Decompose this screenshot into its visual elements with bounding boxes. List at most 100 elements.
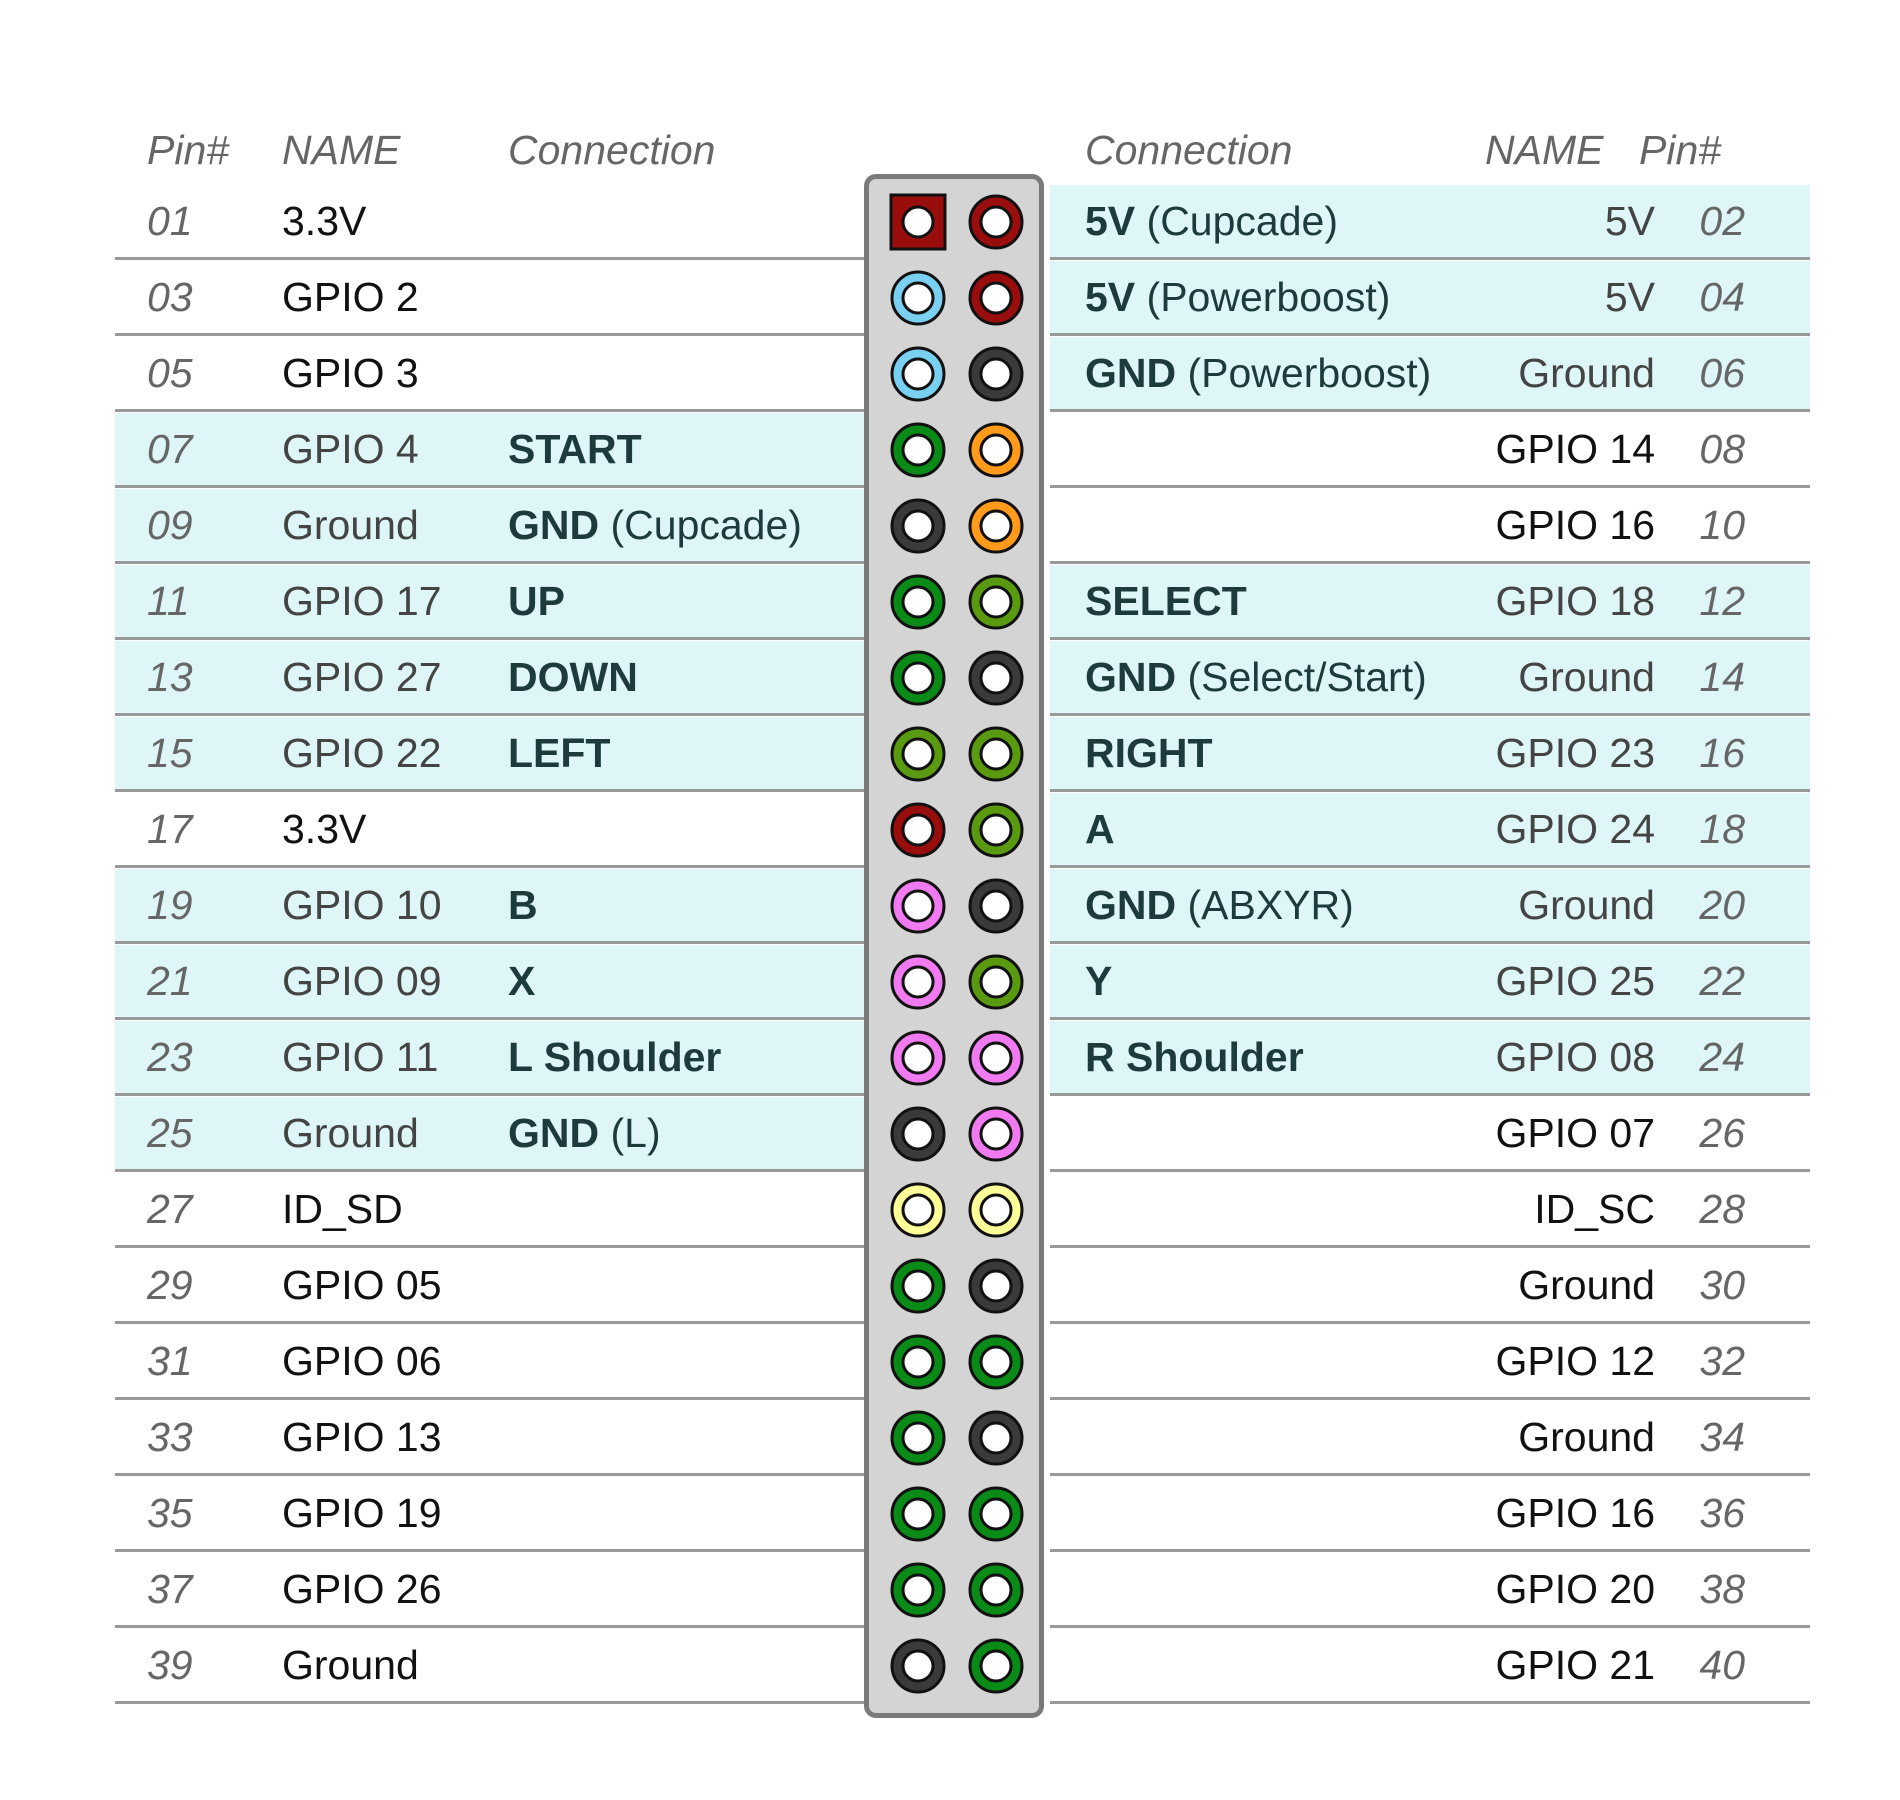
pin-number: 39: [147, 1642, 193, 1688]
left-header-connection: Connection: [508, 127, 716, 173]
pin-name: GPIO 18: [1495, 578, 1655, 624]
pin-row-27: 27 ID_SD: [115, 1173, 865, 1248]
connection-bold: GND: [508, 502, 600, 548]
connection-bold: GND: [1085, 350, 1177, 396]
connection-bold: R Shoulder: [1085, 1034, 1304, 1080]
pin-name: GPIO 19: [282, 1490, 442, 1536]
pin-name: GPIO 17: [282, 578, 442, 624]
connection-label: SELECT: [1085, 565, 1247, 637]
pin-number: 02: [1699, 198, 1745, 244]
pin-number: 04: [1699, 274, 1745, 320]
connection-bold: Y: [1085, 958, 1113, 1004]
pin-number: 33: [147, 1414, 193, 1460]
pin-name: GPIO 08: [1495, 1034, 1655, 1080]
pin-name: GPIO 21: [1495, 1642, 1655, 1688]
connection-detail: (ABXYR): [1176, 882, 1354, 928]
right-header-name: NAME: [1485, 127, 1604, 173]
pin-number: 13: [147, 654, 193, 700]
pin-number: 36: [1699, 1490, 1745, 1536]
pin-number: 38: [1699, 1566, 1745, 1612]
connection-label: GND (Select/Start): [1085, 641, 1427, 713]
pin-name: ID_SD: [282, 1186, 403, 1232]
pin-name: GPIO 23: [1495, 730, 1655, 776]
pin-row-34: Ground 34: [1050, 1401, 1810, 1476]
pin-name: GPIO 20: [1495, 1566, 1655, 1612]
connection-bold: A: [1085, 806, 1115, 852]
pin-row-08: GPIO 14 08: [1050, 413, 1810, 488]
connection-detail: (Powerboost): [1135, 274, 1391, 320]
pin-name: Ground: [1518, 1414, 1655, 1460]
pin-number: 19: [147, 882, 193, 928]
pin-number: 24: [1699, 1034, 1745, 1080]
pin-number: 05: [147, 350, 193, 396]
pin-name: GPIO 07: [1495, 1110, 1655, 1156]
pin-name: 5V: [1604, 274, 1655, 320]
pin-number: 11: [147, 578, 190, 624]
connection-label: A: [1085, 793, 1115, 865]
pin-name: Ground: [282, 502, 419, 548]
pin-number: 06: [1699, 350, 1745, 396]
connection-bold: GND: [508, 1110, 600, 1156]
pin-number: 14: [1699, 654, 1745, 700]
pin-name: GPIO 26: [282, 1566, 442, 1612]
pin-name: GPIO 09: [282, 958, 442, 1004]
pin-name: GPIO 27: [282, 654, 442, 700]
pin-number: 07: [147, 426, 193, 472]
connection-bold: X: [508, 958, 536, 1004]
connection-label: R Shoulder: [1085, 1021, 1304, 1093]
pin-name: GPIO 22: [282, 730, 442, 776]
pin-number: 30: [1699, 1262, 1745, 1308]
connection-bold: GND: [1085, 882, 1177, 928]
connection-label: GND (ABXYR): [1085, 869, 1354, 941]
connection-label: Y: [1085, 945, 1112, 1017]
pin-row-11: 11 GPIO 17 UP: [115, 565, 865, 640]
connection-bold: LEFT: [508, 730, 611, 776]
pin-name: GPIO 24: [1495, 806, 1655, 852]
connection-label: RIGHT: [1085, 717, 1213, 789]
right-header-connection: Connection: [1085, 127, 1293, 173]
pin-number: 10: [1699, 502, 1745, 548]
pin-number: 34: [1699, 1414, 1745, 1460]
pin-name: GPIO 10: [282, 882, 442, 928]
pin-number: 27: [147, 1186, 193, 1232]
left-header-name: NAME: [282, 127, 401, 173]
pin-name: 3.3V: [282, 806, 367, 852]
pin-number: 22: [1699, 958, 1745, 1004]
pin-row-13: 13 GPIO 27 DOWN: [115, 641, 865, 716]
pin-row-38: GPIO 20 38: [1050, 1553, 1810, 1628]
connection-bold: 5V: [1085, 198, 1136, 244]
connection-detail: (Powerboost): [1176, 350, 1432, 396]
pin-number: 18: [1699, 806, 1745, 852]
pin-number: 40: [1699, 1642, 1745, 1688]
pin-name: GPIO 2: [282, 274, 419, 320]
pin-name: 3.3V: [282, 198, 367, 244]
pin-name: GPIO 14: [1495, 426, 1655, 472]
connection-bold: GND: [1085, 654, 1177, 700]
connection-bold: DOWN: [508, 654, 638, 700]
pin-name: GPIO 4: [282, 426, 419, 472]
pin-name: ID_SC: [1534, 1186, 1655, 1232]
pin-number: 08: [1699, 426, 1745, 472]
pin-number: 21: [147, 958, 193, 1004]
pin-name: 5V: [1604, 198, 1655, 244]
pin-number: 29: [147, 1262, 193, 1308]
right-header-pin: Pin#: [1639, 127, 1722, 173]
pin-number: 03: [147, 274, 193, 320]
pin-number: 23: [147, 1034, 193, 1080]
connection-bold: UP: [508, 578, 565, 624]
